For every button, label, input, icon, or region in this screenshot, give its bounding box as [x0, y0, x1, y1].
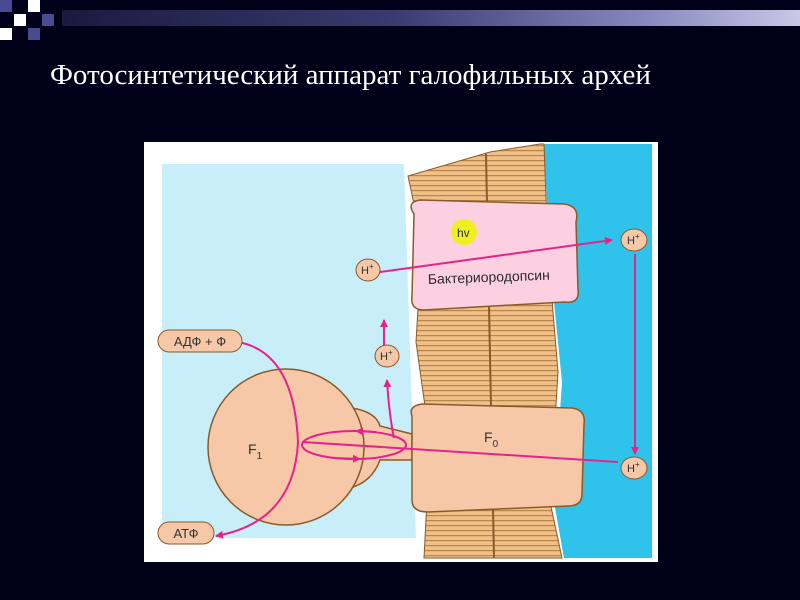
svg-text:АТФ: АТФ [173, 526, 198, 541]
proton-pump-arrow [379, 236, 613, 273]
square-3 [28, 0, 40, 12]
square-5 [0, 28, 12, 40]
f0-label: F0 [484, 429, 499, 450]
square-4 [42, 14, 54, 26]
slide-title: Фотосинтетический аппарат галофильных ар… [50, 59, 651, 91]
f1-label: F1 [248, 441, 263, 462]
svg-text:H+: H+ [361, 262, 374, 277]
atp-badge: АТФ [157, 521, 215, 545]
svg-text:АДФ + Ф: АДФ + Ф [174, 334, 226, 349]
diagram-svg: Бактериородопсин hv F1 F0 H+ H+ H+ H+ АД… [157, 143, 652, 559]
decorative-squares [0, 0, 62, 52]
light-quantum [451, 219, 477, 245]
svg-text:H+: H+ [627, 460, 640, 475]
proton-diffusion-arrow-lower [383, 379, 395, 439]
rotation-arrow-top [355, 427, 377, 436]
proton-return-line [301, 441, 619, 463]
svg-text:H+: H+ [627, 232, 640, 247]
f0-complex [410, 403, 585, 513]
square-1 [0, 0, 12, 12]
atp-synthesis-arrow [215, 341, 300, 539]
square-6 [28, 28, 40, 40]
proton-badge-outside-bottom: H+ [620, 456, 648, 480]
light-label: hv [457, 226, 470, 240]
proton-badge-inside-bottom: H+ [374, 344, 400, 368]
f1-head [207, 368, 365, 526]
square-2 [14, 14, 26, 26]
diagram-figure: Бактериородопсин hv F1 F0 H+ H+ H+ H+ АД… [144, 142, 658, 562]
proton-badge-inside-top: H+ [355, 258, 381, 282]
rotation-arrow-bottom [333, 454, 361, 463]
svg-text:H+: H+ [380, 348, 393, 363]
proton-badge-outside-top: H+ [620, 228, 648, 252]
adp-badge: АДФ + Ф [157, 329, 243, 353]
header-gradient-bar [62, 10, 800, 26]
bacteriorhodopsin-protein [410, 199, 579, 311]
bacteriorhodopsin-label: Бактериородопсин [428, 267, 551, 287]
